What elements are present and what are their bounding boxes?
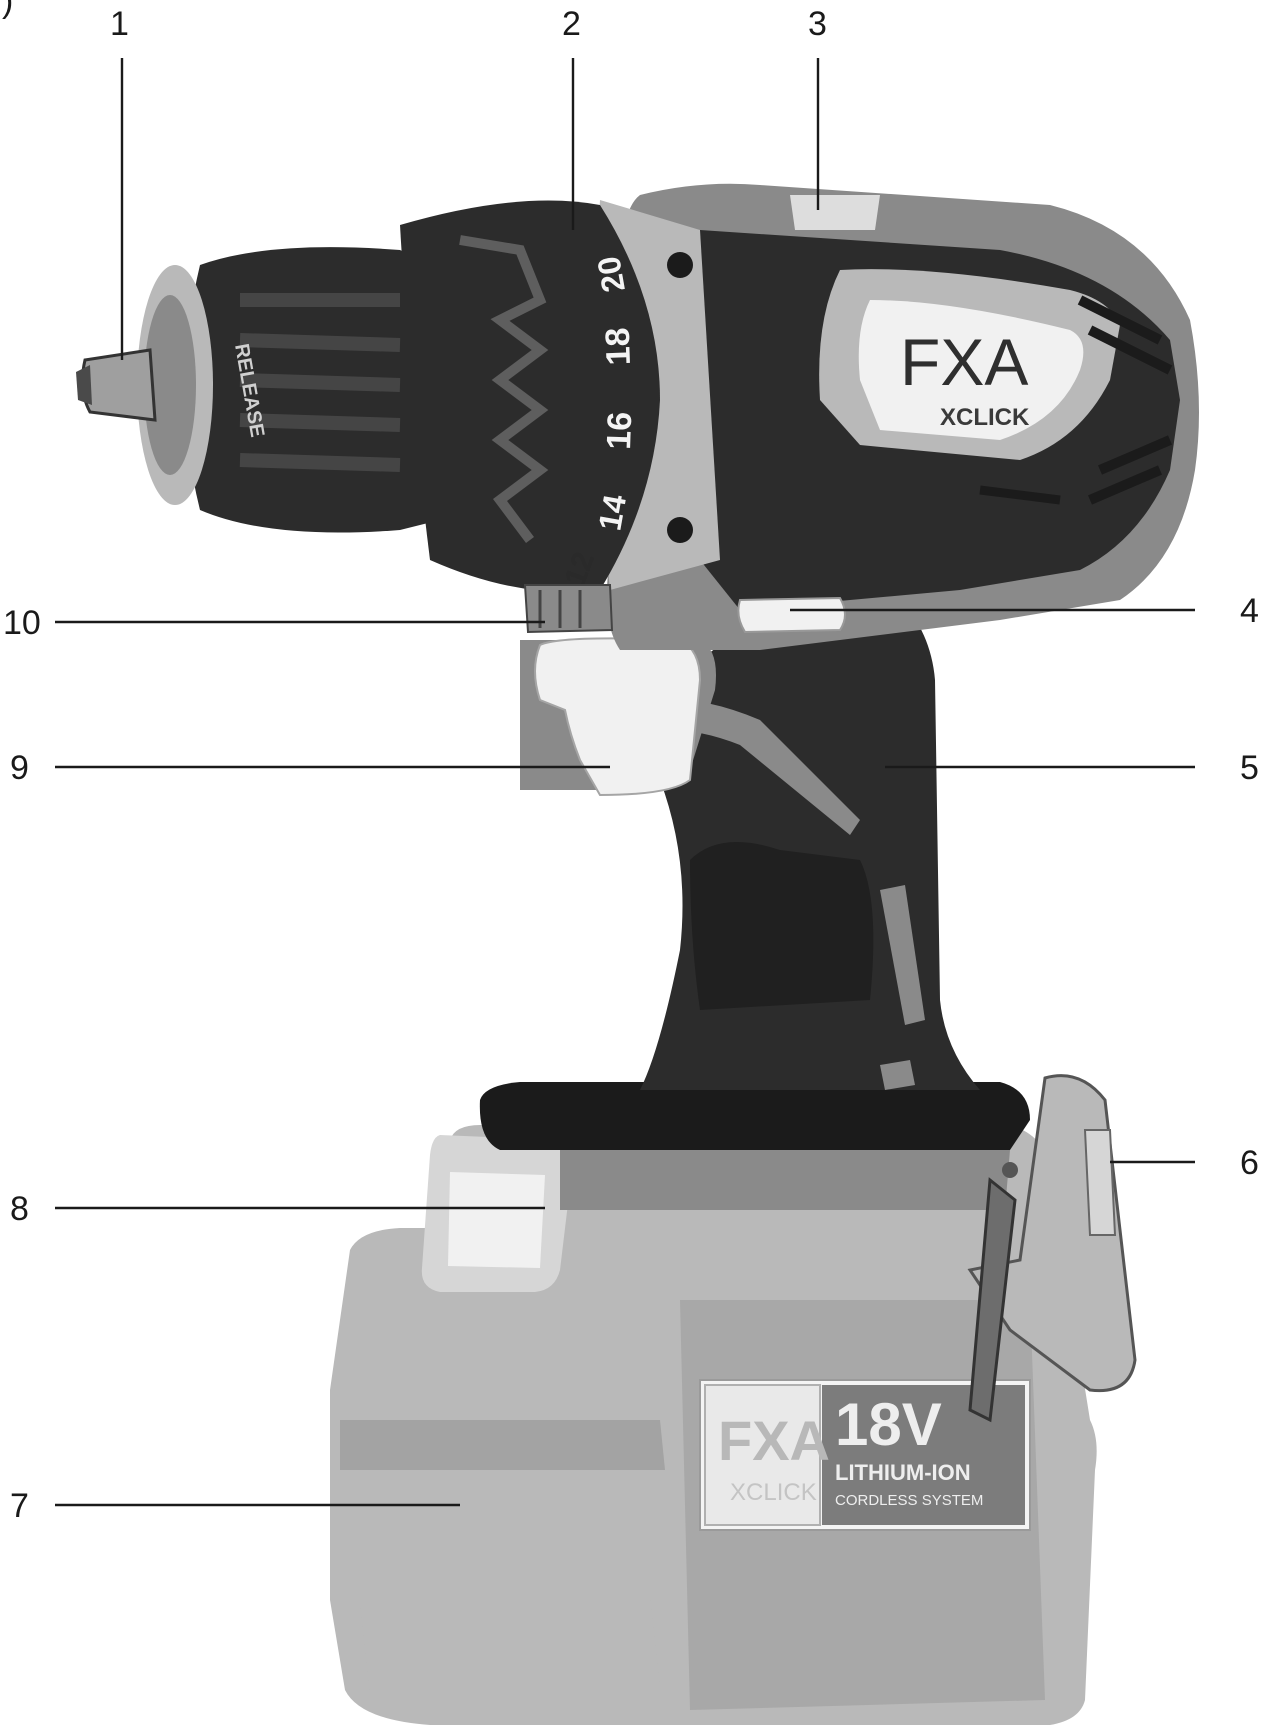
callout-9: 9 (10, 749, 610, 787)
callout-number-1: 1 (110, 5, 129, 43)
battery-system: CORDLESS SYSTEM (835, 1492, 983, 1509)
direction-switch (737, 596, 846, 634)
torque-scale-14: 14 (591, 492, 633, 534)
callout-number-5: 5 (1240, 749, 1259, 787)
callout-number-3: 3 (808, 5, 827, 43)
callout-3: 3 (808, 5, 827, 210)
battery-chemistry: LITHIUM-ION (835, 1460, 971, 1485)
callout-8: 8 (10, 1190, 545, 1228)
torque-scale-16: 16 (600, 411, 639, 450)
callouts: 1 2 3 4 5 6 7 8 (3, 5, 1259, 1525)
callout-number-6: 6 (1240, 1144, 1259, 1182)
callout-10: 10 (3, 604, 545, 642)
callout-number-7: 7 (10, 1487, 29, 1525)
callout-number-4: 4 (1240, 592, 1259, 630)
torque-collar: 12 14 16 18 20 (400, 200, 660, 592)
corner-mark: ) (2, 0, 13, 20)
work-light (523, 584, 614, 634)
belt-clip (967, 1074, 1137, 1423)
drill-foot (479, 1082, 1030, 1210)
motor-housing: FXA XCLICK (606, 183, 1199, 650)
chuck: RELEASE (76, 247, 440, 533)
torque-scale-20: 20 (590, 254, 632, 295)
drill-handle (620, 573, 980, 1090)
callout-6: 6 (1110, 1144, 1259, 1182)
callout-number-10: 10 (3, 604, 41, 642)
callout-5: 5 (885, 749, 1259, 787)
callout-7: 7 (10, 1487, 460, 1525)
battery-brand: FXA (718, 1409, 830, 1472)
callout-number-2: 2 (562, 5, 581, 43)
callout-2: 2 (562, 5, 581, 230)
body-logo-sub: XCLICK (940, 404, 1030, 431)
battery-pack: FXA XCLICK 18V LITHIUM-ION CORDLESS SYST… (330, 1125, 1097, 1725)
battery-voltage: 18V (835, 1391, 942, 1458)
callout-1: 1 (110, 5, 129, 360)
callout-number-8: 8 (10, 1190, 29, 1228)
body-logo-brand: FXA (900, 325, 1028, 399)
battery-sub: XCLICK (730, 1479, 817, 1506)
callout-number-9: 9 (10, 749, 29, 787)
callout-4: 4 (790, 592, 1259, 630)
torque-scale-18: 18 (599, 327, 638, 366)
trigger (520, 637, 716, 797)
